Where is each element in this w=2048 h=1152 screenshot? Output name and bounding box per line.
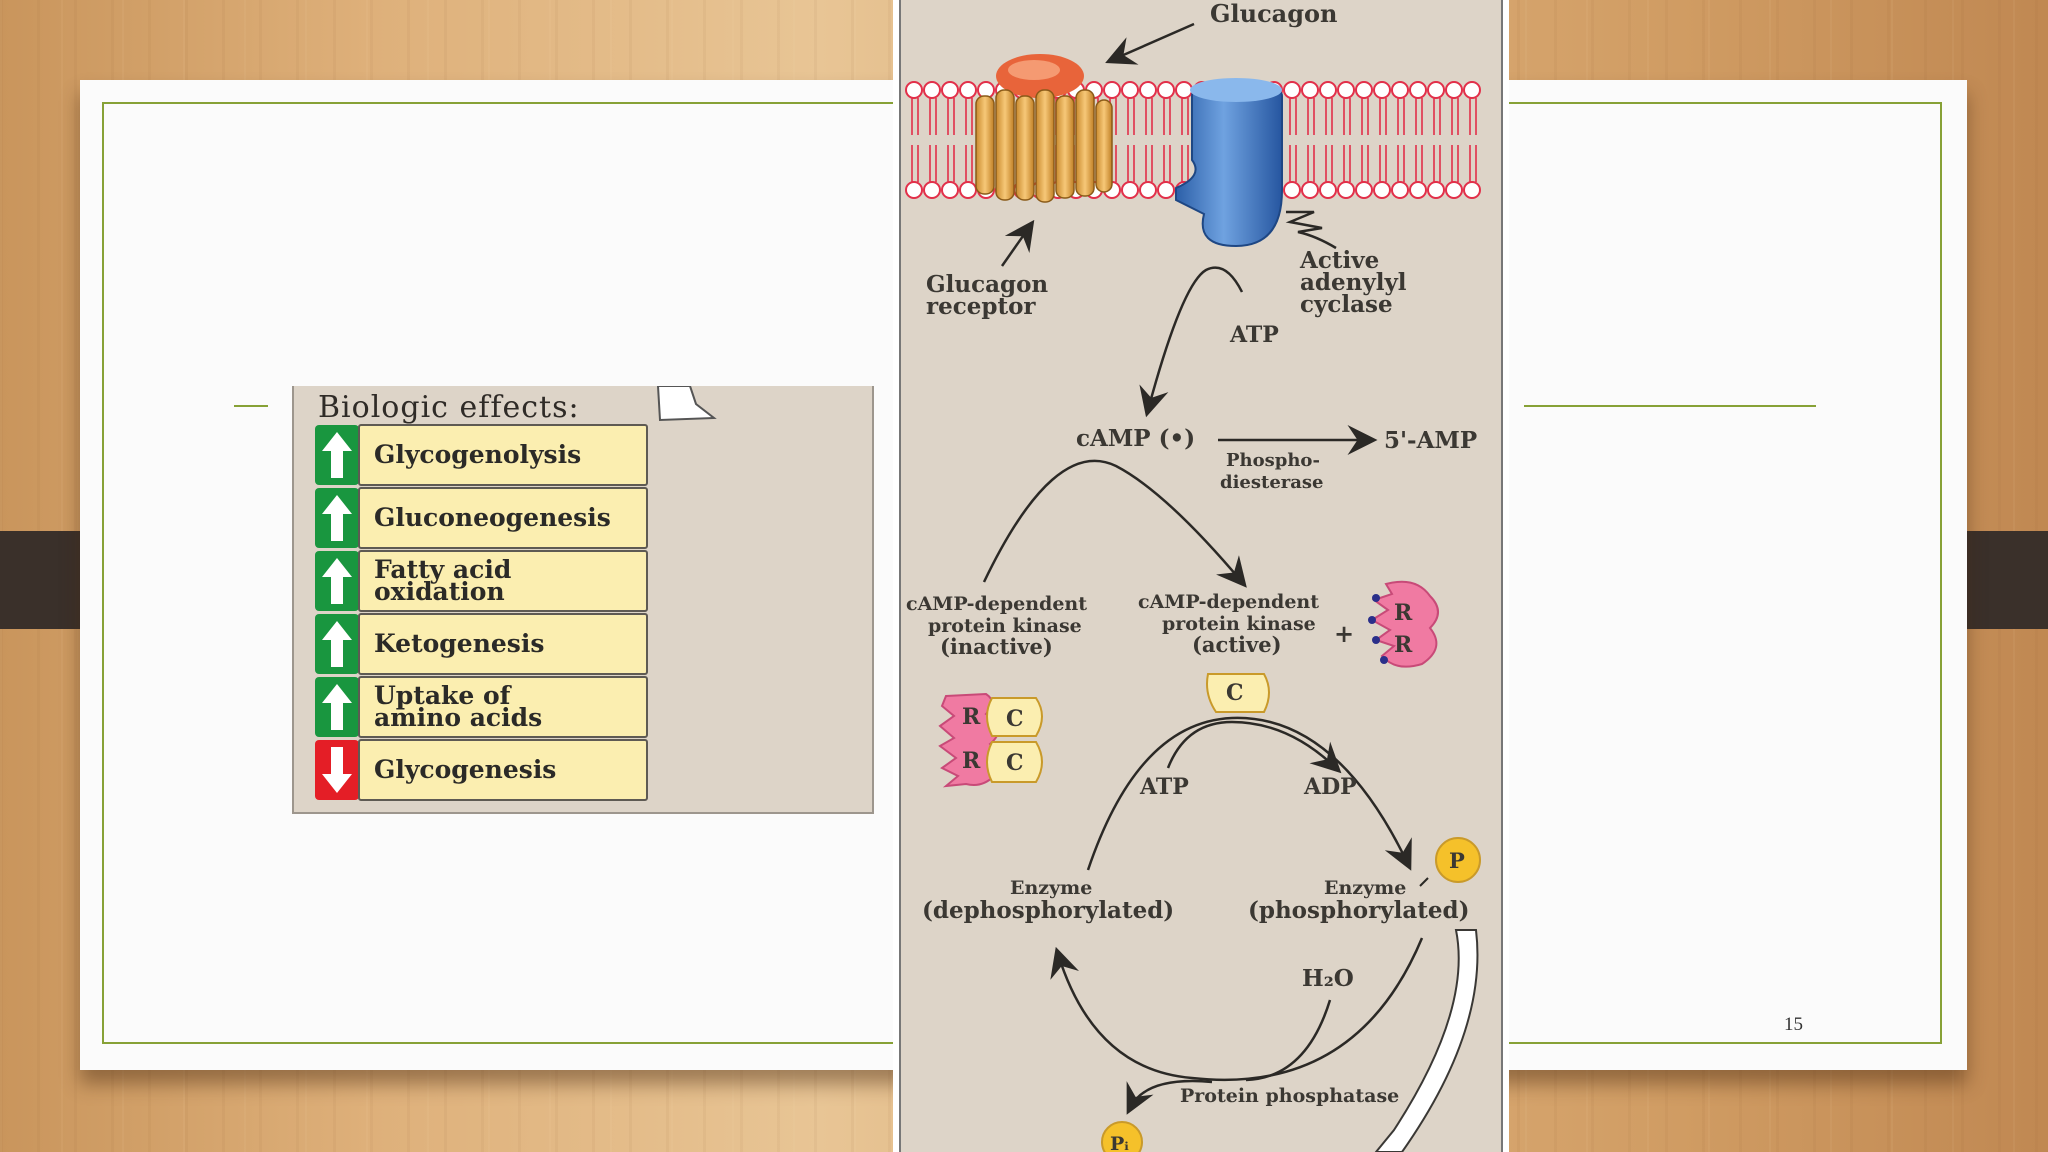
r-label: R	[1394, 600, 1413, 626]
camp-label: cAMP (•)	[1076, 425, 1195, 452]
enzyme-dephos-line2: (dephosphorylated)	[922, 897, 1174, 924]
pi-label: Pᵢ	[1110, 1133, 1129, 1152]
phosphatase-label: Protein phosphatase	[1180, 1085, 1399, 1107]
up-arrow-icon	[315, 488, 359, 548]
atp-label-mid: ATP	[1139, 774, 1189, 800]
enzyme-dephos-line1: Enzyme	[1010, 877, 1092, 899]
p-label: P	[1449, 848, 1465, 873]
title-rule-right	[1524, 405, 1816, 407]
r-label: R	[1394, 632, 1413, 658]
pka-holoenzyme: R R C C	[938, 692, 1043, 788]
pka-active-line1: cAMP-dependent	[1138, 591, 1319, 613]
cyclase-label-line2: adenylyl	[1300, 269, 1407, 296]
white-curved-band	[1374, 929, 1479, 1152]
c-label: C	[1006, 750, 1024, 776]
cyclase-label-line1: Active	[1299, 247, 1379, 274]
page-curl-icon	[656, 386, 717, 422]
regulatory-subunits-free: R R	[1368, 580, 1439, 668]
effects-title: Biologic effects:	[318, 390, 580, 425]
enzyme-phos-line1: Enzyme	[1324, 877, 1406, 899]
effect-label: Glycogenolysis	[358, 424, 648, 486]
up-arrow-icon	[315, 614, 359, 674]
glucagon-receptor	[975, 54, 1113, 203]
atp-label-top: ATP	[1229, 322, 1279, 348]
glucagon-signaling-diagram: Glucagon Glucagon receptor Active adenyl…	[893, 0, 1509, 1152]
c-label: C	[1006, 706, 1024, 732]
pka-inactive-line1: cAMP-dependent	[906, 593, 1087, 615]
effect-row: Glycogenolysis	[314, 424, 650, 486]
up-arrow-icon	[315, 425, 359, 485]
effect-row: Glycogenesis	[314, 739, 650, 801]
adenylyl-cyclase	[1175, 78, 1283, 248]
plus-sign: +	[1334, 619, 1354, 648]
effect-label: Glycogenesis	[358, 739, 648, 801]
page-number: 15	[1784, 1014, 1803, 1035]
effect-label: Uptake of amino acids	[358, 676, 648, 738]
effect-label: Gluconeogenesis	[358, 487, 648, 549]
pde-label-line1: Phospho-	[1226, 450, 1320, 471]
water-label: H₂O	[1302, 965, 1354, 992]
up-arrow-icon	[315, 677, 359, 737]
pka-active-line2: protein kinase	[1162, 613, 1316, 635]
title-rule-left	[234, 405, 268, 407]
receptor-label-line1: Glucagon	[926, 271, 1048, 298]
cyclase-label-line3: cyclase	[1300, 291, 1393, 318]
pi-badge	[1101, 1121, 1143, 1152]
c-label: C	[1226, 680, 1244, 706]
r-label: R	[962, 704, 981, 730]
effect-row: Gluconeogenesis	[314, 487, 650, 549]
phosphate-badge	[1435, 837, 1481, 883]
five-amp-label: 5'-AMP	[1384, 427, 1477, 454]
pka-inactive-line3: (inactive)	[940, 634, 1053, 659]
adp-label: ADP	[1303, 774, 1357, 800]
glucagon-label: Glucagon	[1210, 0, 1337, 28]
pka-inactive-line2: protein kinase	[928, 615, 1082, 637]
down-arrow-icon	[315, 740, 359, 800]
effect-row: Fatty acid oxidation	[314, 550, 650, 612]
effect-label: Fatty acid oxidation	[358, 550, 648, 612]
effect-label: Ketogenesis	[358, 613, 648, 675]
catalytic-subunit-free: C	[1206, 673, 1270, 713]
effect-row: Ketogenesis	[314, 613, 650, 675]
biologic-effects-panel: Biologic effects: Glycogenolysis Glucone…	[292, 386, 874, 814]
pde-label-line2: diesterase	[1220, 472, 1324, 493]
enzyme-phos-line2: (phosphorylated)	[1248, 897, 1469, 924]
pka-active-line3: (active)	[1192, 632, 1282, 657]
up-arrow-icon	[315, 551, 359, 611]
r-label: R	[962, 748, 981, 774]
effect-row: Uptake of amino acids	[314, 676, 650, 738]
receptor-label-line2: receptor	[926, 293, 1036, 320]
